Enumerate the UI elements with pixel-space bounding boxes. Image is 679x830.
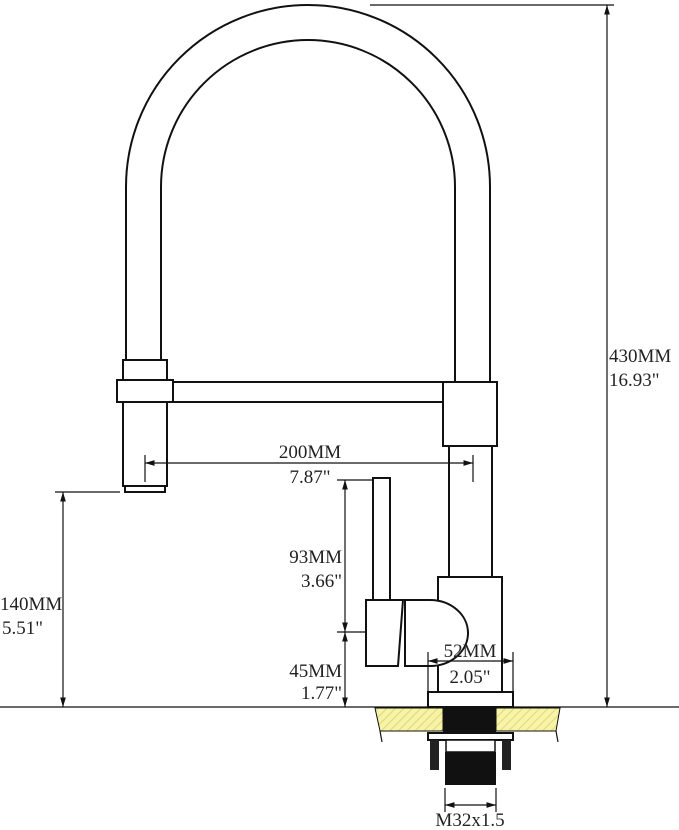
spout-arch [125,4,491,384]
base-height-inch: 1.77" [301,683,342,704]
countertop-left [374,707,444,732]
spout-clearance-mm: 140MM [0,594,62,615]
total-height-mm: 430MM [609,346,671,367]
spout-joint [442,381,498,447]
handle-height-mm: 93MM [289,547,342,568]
base-ring [427,691,514,708]
base-diameter-mm: 52MM [444,641,497,662]
spout-reach-inch: 7.87" [289,467,330,488]
countertop-right [495,707,561,732]
spout-reach-mm: 200MM [279,442,341,463]
total-height-inch: 16.93" [609,370,660,391]
spout-clearance-inch: 5.51" [2,618,43,639]
handle-height-inch: 3.66" [301,571,342,592]
mounting-shank [427,708,514,785]
faucet-body [448,445,493,579]
base-height-mm: 45MM [289,661,342,682]
thread-size: M32x1.5 [435,810,504,830]
handle [365,477,469,667]
spout-bar [172,381,444,403]
base-diameter-inch: 2.05" [449,667,490,688]
